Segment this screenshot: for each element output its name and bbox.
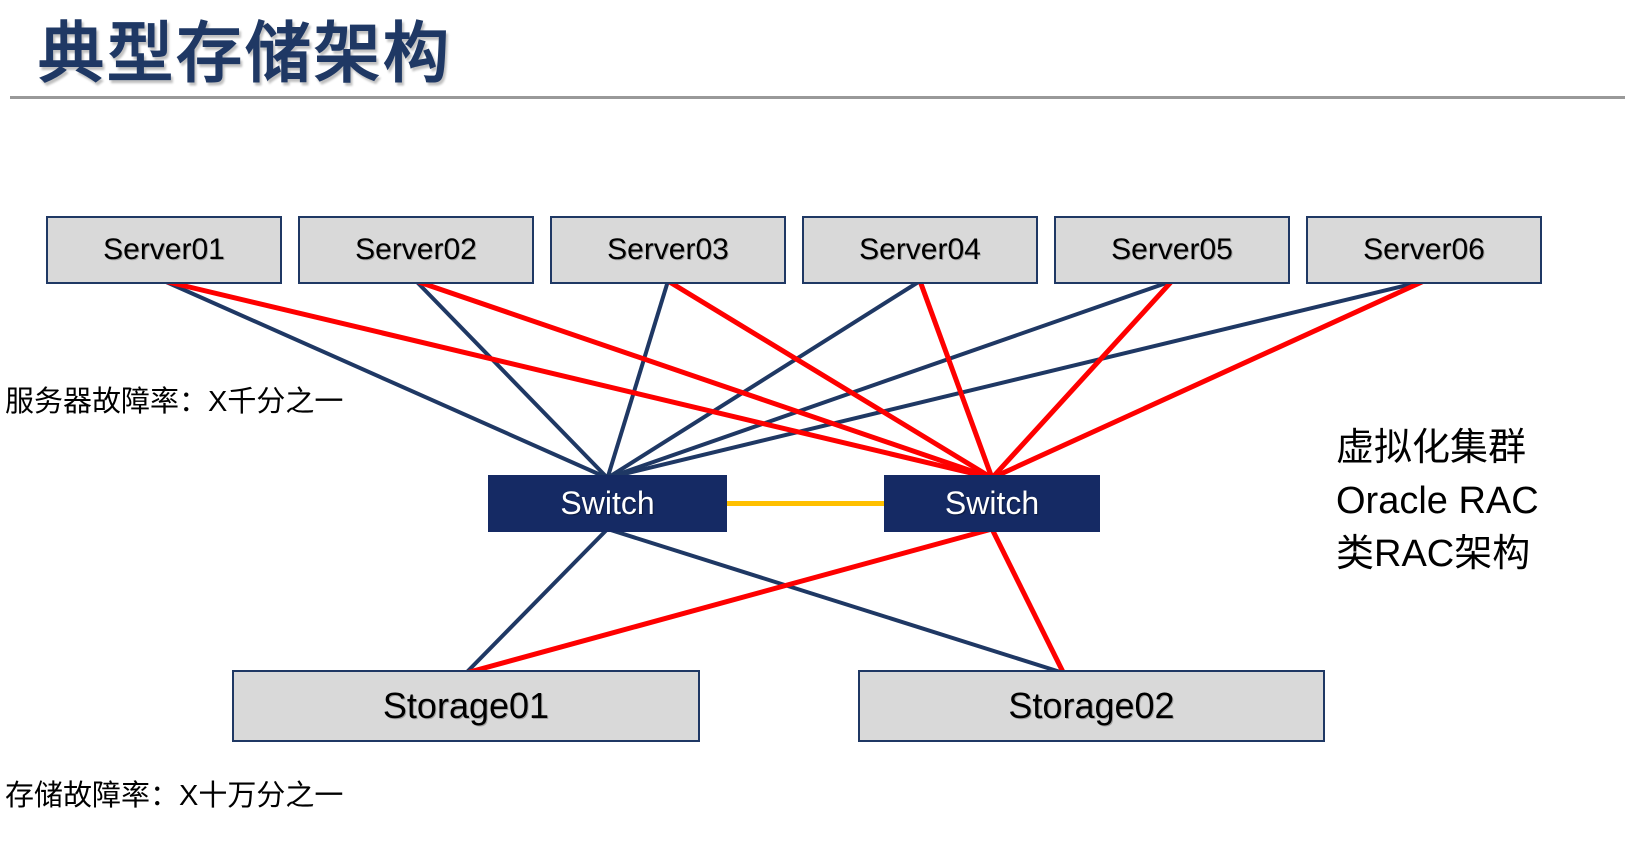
- server03-box: Server03: [550, 216, 786, 284]
- storage01-label: Storage01: [382, 685, 550, 726]
- edge-switch-b-storage01: [465, 526, 993, 676]
- server02-label: Server02: [355, 233, 477, 266]
- cluster-note: 虚拟化集群 Oracle RAC 类RAC架构: [1336, 422, 1539, 581]
- edge-server06-switch-b: [990, 278, 1426, 481]
- server04-box: Server04: [802, 216, 1038, 284]
- server06-box: Server06: [1306, 216, 1542, 284]
- edge-server01-switch-b: [163, 278, 993, 481]
- edge-server01-switch-a: [163, 279, 609, 480]
- server05-box: Server05: [1054, 216, 1290, 284]
- server-failure-rate-label: 服务器故障率：X千分之一: [5, 386, 344, 418]
- server05-label: Server05: [1111, 233, 1233, 266]
- storage-failure-rate-label: 存储故障率：X十万分之一: [5, 780, 344, 812]
- server02-box: Server02: [298, 216, 534, 284]
- page-title: 典型存储架构: [38, 16, 452, 90]
- edge-server03-switch-b: [666, 278, 994, 481]
- storage02-label: Storage02: [1008, 685, 1175, 726]
- edge-switch-a-storage01: [464, 527, 609, 675]
- cluster-note-line-3: 类RAC架构: [1336, 533, 1531, 575]
- switch-b-box: Switch: [884, 475, 1100, 532]
- edge-server02-switch-b: [415, 278, 993, 481]
- server06-label: Server06: [1363, 233, 1485, 266]
- edge-server03-switch-a: [605, 280, 670, 479]
- cluster-note-line-1: 虚拟化集群: [1336, 427, 1527, 469]
- title-divider: [10, 96, 1625, 99]
- edge-switch-b-storage02: [989, 527, 1066, 675]
- edge-server02-switch-a: [414, 279, 609, 480]
- switch-b-label: Switch: [944, 485, 1040, 521]
- edge-server04-switch-a: [606, 279, 922, 480]
- cluster-note-line-2: Oracle RAC: [1336, 480, 1539, 522]
- switch-a-box: Switch: [488, 475, 727, 532]
- server01-label: Server01: [103, 233, 225, 266]
- edge-server05-switch-b: [990, 279, 1174, 480]
- edge-switch-a-storage02: [606, 527, 1065, 675]
- server04-label: Server04: [859, 233, 981, 266]
- server01-box: Server01: [46, 216, 282, 284]
- switch-a-label: Switch: [560, 485, 655, 521]
- edge-server06-switch-a: [607, 279, 1425, 480]
- storage02-box: Storage02: [858, 670, 1325, 742]
- edge-server05-switch-a: [606, 279, 1173, 480]
- edge-server04-switch-b: [917, 280, 995, 479]
- server03-label: Server03: [607, 233, 729, 266]
- storage01-box: Storage01: [232, 670, 700, 742]
